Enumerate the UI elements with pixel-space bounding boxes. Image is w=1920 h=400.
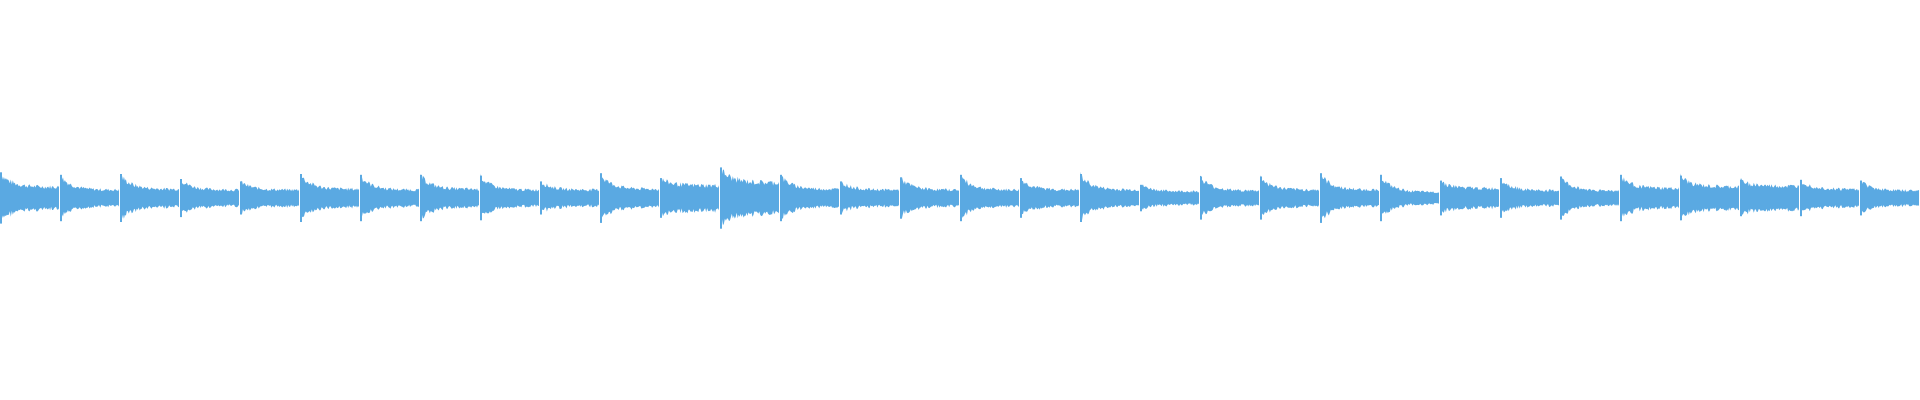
waveform-transient-11 (600, 173, 602, 223)
waveform-beat-17 (960, 174, 1019, 221)
waveform-transient-19 (1080, 174, 1082, 222)
waveform-transient-30 (1740, 179, 1742, 217)
waveform-beat-16 (900, 177, 959, 218)
waveform-beat-32 (1860, 180, 1919, 214)
waveform-beat-31 (1800, 181, 1859, 213)
waveform-transient-27 (1560, 176, 1562, 220)
waveform-beat-3 (120, 174, 179, 219)
waveform-beat-12 (660, 178, 719, 217)
waveform-beat-22 (1260, 175, 1319, 220)
waveform-transient-14 (780, 174, 782, 222)
waveform-transient-18 (1020, 178, 1022, 218)
waveform-transient-2 (60, 174, 62, 222)
waveform-transient-24 (1380, 174, 1382, 222)
waveform-transient-29 (1680, 175, 1682, 221)
waveform-beat-29 (1680, 173, 1739, 221)
waveform-beat-2 (60, 177, 119, 217)
waveform-beat-9 (480, 173, 539, 221)
waveform-beat-30 (1740, 178, 1799, 217)
waveform-beat-23 (1320, 175, 1379, 219)
waveform-beat-5 (240, 180, 299, 215)
waveform-beat-24 (1380, 174, 1439, 220)
waveform-beat-21 (1200, 175, 1259, 219)
waveform-transient-10 (540, 181, 542, 215)
waveform-transient-22 (1260, 176, 1262, 220)
waveform-beat-28 (1620, 175, 1679, 219)
waveform-transient-13 (720, 167, 722, 229)
waveform-transient-31 (1800, 179, 1802, 217)
waveform-beat-18 (1020, 178, 1079, 216)
waveform-transient-9 (480, 175, 482, 221)
waveform-transient-28 (1620, 174, 1622, 222)
waveform-beat-8 (420, 174, 479, 221)
waveform-transient-8 (420, 174, 422, 222)
waveform-beat-20 (1140, 184, 1199, 210)
waveform-transient-1 (0, 172, 2, 224)
waveform-beat-7 (360, 177, 419, 217)
waveform-transient-20 (1140, 184, 1142, 212)
waveform-transient-15 (840, 181, 842, 215)
waveform-beat-1 (0, 173, 59, 221)
waveform-beat-11 (600, 176, 659, 218)
waveform-beats (0, 167, 1919, 229)
waveform-transient-6 (300, 174, 302, 222)
waveform-beat-26 (1500, 178, 1559, 216)
waveform-beat-14 (780, 176, 839, 219)
waveform-transient-25 (1440, 180, 1442, 216)
waveform-transient-23 (1320, 173, 1322, 223)
waveform-transient-5 (240, 181, 242, 215)
waveform-transient-26 (1500, 178, 1502, 218)
waveform-beat-13 (720, 169, 779, 226)
waveform-beat-19 (1080, 171, 1139, 223)
waveform-beat-6 (300, 177, 359, 218)
waveform-transient-32 (1860, 180, 1862, 216)
waveform-transient-12 (660, 178, 662, 218)
waveform-transient-7 (360, 174, 362, 222)
waveform-transient-17 (960, 174, 962, 222)
waveform-beat-4 (180, 181, 239, 213)
waveform-transient-4 (180, 179, 182, 218)
waveform-transient-16 (900, 177, 902, 219)
waveform-transient-3 (120, 174, 122, 222)
waveform-transient-21 (1200, 176, 1202, 220)
waveform-beat-10 (540, 182, 599, 212)
waveform-beat-15 (840, 181, 899, 214)
waveform-beat-25 (1440, 181, 1499, 213)
waveform-beat-27 (1560, 178, 1619, 217)
